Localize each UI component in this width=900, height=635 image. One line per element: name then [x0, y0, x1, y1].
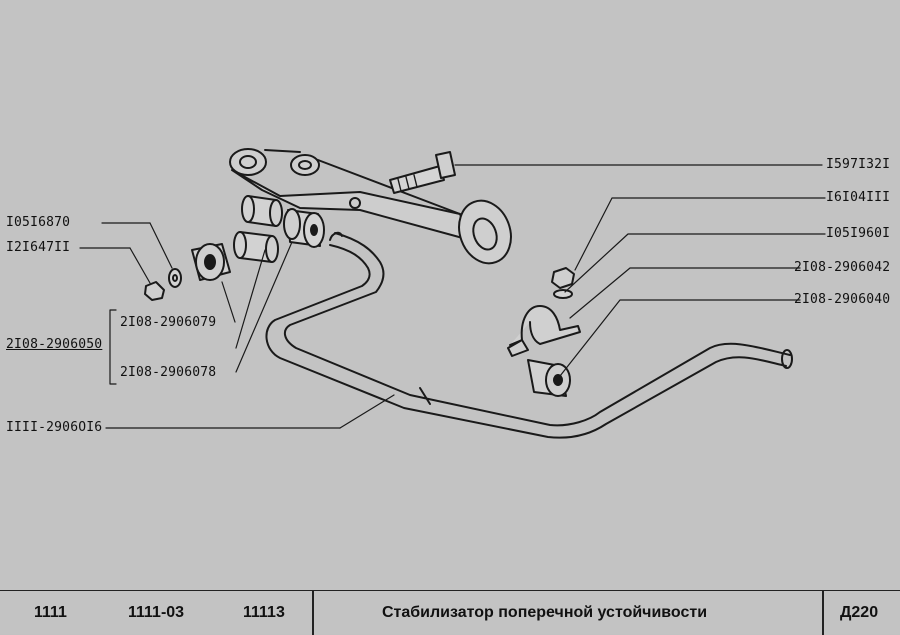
callout-bushing-inner: 2I08-2906079	[120, 315, 217, 330]
bushing-pressed	[283, 208, 325, 248]
callout-nut-flange: I6I04III	[826, 190, 891, 205]
cushion-shape	[527, 359, 571, 397]
callout-bracket: 2I08-2906042	[794, 260, 891, 275]
title-block: 1111 1111-03 11113 Стабилизатор поперечн…	[0, 590, 900, 635]
callout-nut: I2I647II	[6, 240, 71, 255]
bolt	[389, 151, 823, 194]
separator-right	[822, 591, 824, 635]
bracket-shape	[507, 305, 581, 357]
callout-bushing-outer: 2I08-2906078	[120, 365, 217, 380]
callout-washer-spring: I05I960I	[826, 226, 891, 241]
stabilizer-bar-shape	[265, 231, 793, 439]
model-1111: 1111	[34, 604, 67, 621]
page-code: Д220	[840, 604, 879, 621]
callout-cushion: 2I08-2906040	[794, 292, 891, 307]
callout-washer: I05I6870	[6, 215, 71, 230]
model-1111-03: 1111-03	[128, 604, 185, 621]
washer-nut-left	[144, 268, 182, 301]
separator-left	[312, 591, 314, 635]
exploded-view-diagram	[79, 148, 826, 439]
nut-washer-right	[551, 267, 575, 299]
callout-nut-bolt-top: I597I32I	[826, 157, 891, 172]
model-11113: 11113	[243, 604, 285, 621]
callout-stabilizer-bar: IIII-2906OI6	[6, 420, 103, 435]
bushing-small	[191, 243, 231, 281]
control-arm	[229, 148, 512, 265]
assembly-title: Стабилизатор поперечной устойчивости	[382, 604, 708, 621]
callout-bushing-kit: 2I08-2906050	[6, 337, 103, 352]
sleeve-shape	[233, 231, 279, 263]
bushing-outer-shape	[241, 195, 283, 227]
